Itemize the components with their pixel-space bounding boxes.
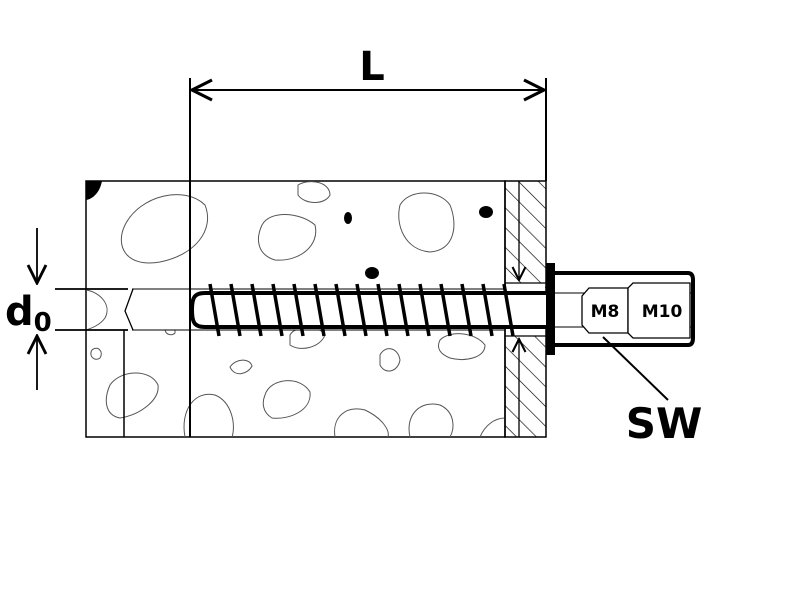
thread-ridge	[271, 283, 284, 337]
thread-ridge	[460, 283, 473, 337]
thread-ridge	[502, 283, 515, 337]
screw-washer	[546, 263, 555, 355]
thread-ridge	[439, 283, 452, 337]
length-label: L	[359, 44, 385, 90]
thread-label-m10: M10	[642, 302, 683, 322]
thread-ridge	[313, 283, 326, 337]
wrench-size-callout: SW	[602, 336, 703, 448]
thread-ridge	[334, 283, 347, 337]
thread-ridge	[250, 283, 263, 337]
aggregate-dots	[86, 181, 493, 279]
wrench-size-label: SW	[626, 399, 703, 448]
drill-diameter-dimension: d0	[5, 228, 128, 390]
thread-ridge	[418, 283, 431, 337]
screw-threads	[208, 283, 515, 337]
length-dimension: L	[192, 44, 544, 90]
concrete-screw: M8 M10	[189, 263, 695, 355]
thread-ridge	[481, 283, 494, 337]
aggregate-stones	[85, 181, 506, 438]
thread-ridge	[397, 283, 410, 337]
socket-m10	[627, 282, 691, 339]
thread-ridge	[355, 283, 368, 337]
thread-ridge	[229, 283, 242, 337]
thread-label-m8: M8	[591, 302, 620, 322]
thread-ridge	[292, 283, 305, 337]
thread-ridge	[376, 283, 389, 337]
thread-ridge	[208, 283, 221, 337]
drill-diameter-label: d0	[5, 289, 52, 338]
